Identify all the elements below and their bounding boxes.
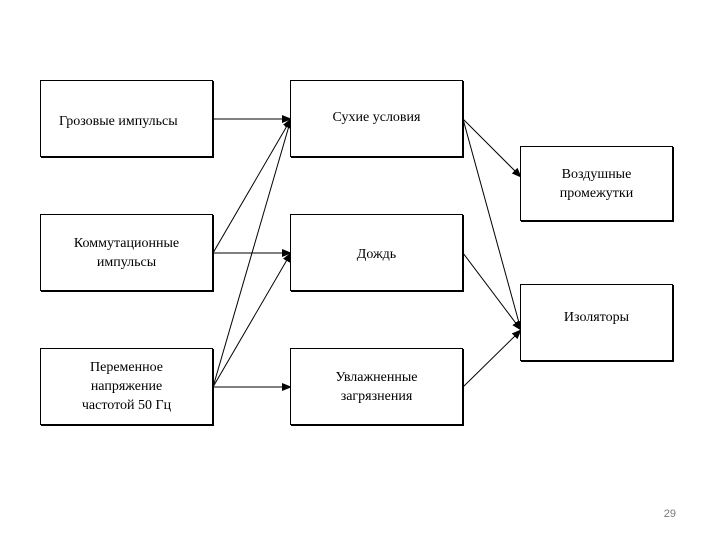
box-dry-conditions: Сухие условия [290,80,463,157]
arrow-ac-to-rain [212,252,292,388]
box-wet-contamination: Увлажненные загрязнения [290,348,463,425]
arrow-switching-to-dry [212,118,292,254]
box-ac-voltage-label: Переменное напряжение частотой 50 Гц [81,360,172,413]
arrow-wet-to-insulators [462,329,522,388]
box-insulators-label: Изоляторы [563,310,630,325]
box-ac-voltage: Переменное напряжение частотой 50 Гц [40,348,213,425]
box-switching-impulses-label: Коммутационные импульсы [73,235,180,270]
box-insulators: Изоляторы [520,284,673,361]
page-number: 29 [663,508,676,520]
arrow-dry-to-air [462,118,522,178]
arrow-rain-to-insulators [462,252,522,331]
box-dry-conditions-label: Сухие условия [332,110,421,125]
box-air-gaps-label: Воздушные промежутки [559,166,634,201]
box-rain: Дождь [290,214,463,291]
box-air-gaps: Воздушные промежутки [520,146,673,221]
box-lightning-impulses-label: Грозовые импульсы [59,114,178,129]
box-wet-contamination-label: Увлажненные загрязнения [335,369,418,404]
arrow-ac-to-dry [212,118,293,388]
box-switching-impulses: Коммутационные импульсы [40,214,213,291]
box-lightning-impulses: Грозовые импульсы [40,80,213,157]
box-rain-label: Дождь [356,247,397,262]
arrow-dry-to-insulators [462,118,523,331]
